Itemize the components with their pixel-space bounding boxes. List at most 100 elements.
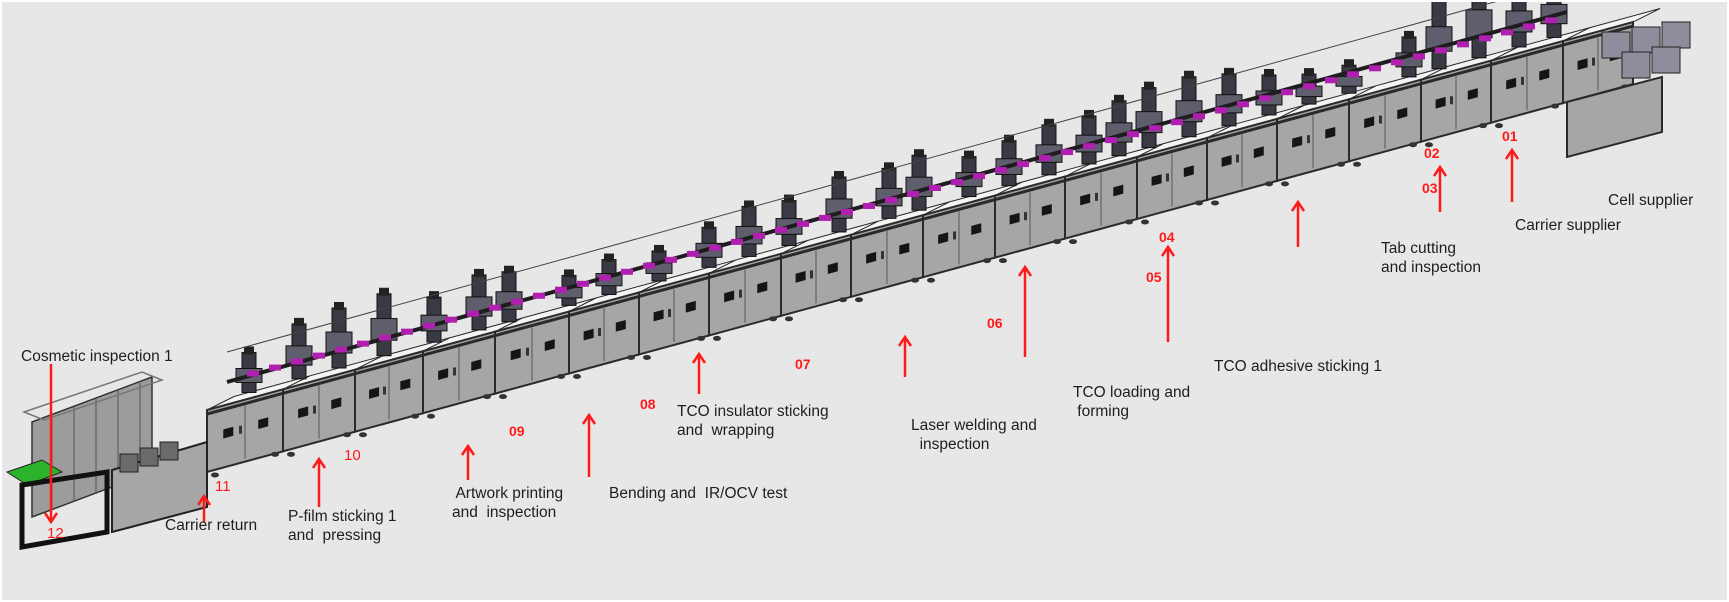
carrier — [753, 232, 765, 239]
station-number-02: 02 — [1424, 145, 1440, 161]
machine-cap — [1144, 81, 1154, 90]
arrow-icon — [581, 412, 597, 477]
cabinet-window — [298, 406, 309, 419]
cabinet-foot — [1551, 103, 1559, 109]
carrier — [1193, 113, 1205, 120]
carrier — [797, 220, 809, 227]
carrier — [1061, 149, 1073, 156]
cabinet-foot — [1195, 200, 1203, 206]
machine-cap — [1224, 67, 1234, 76]
cabinet-foot — [1425, 142, 1433, 148]
cabinet-rail — [1206, 121, 1278, 144]
cabinet-rail — [354, 353, 424, 376]
machine-cap — [1004, 134, 1014, 143]
station-number-07: 07 — [795, 356, 811, 372]
carrier — [1391, 59, 1403, 66]
cabinet-window — [1041, 204, 1052, 216]
cabinet-foot — [927, 277, 935, 283]
carrier — [995, 167, 1007, 174]
cabinet-window — [223, 426, 234, 439]
cabinet-handle — [526, 347, 529, 356]
carrier — [951, 179, 963, 186]
carrier — [335, 346, 347, 353]
cabinet-window — [1539, 68, 1550, 81]
machine-cap — [884, 162, 894, 171]
arrow-head — [43, 512, 59, 525]
carrier — [1259, 95, 1271, 102]
cabinet-handle — [1592, 57, 1595, 66]
carrier — [269, 364, 281, 371]
machine-cap — [1304, 68, 1314, 77]
cabinet-foot — [911, 277, 919, 283]
carrier — [973, 173, 985, 180]
arrow-icon — [311, 456, 327, 507]
cabinet-window — [899, 242, 910, 255]
cabinet-window — [1364, 116, 1375, 129]
label-tco-adhesive: TCO adhesive sticking 1 — [1214, 358, 1382, 375]
station-number-06: 06 — [987, 315, 1003, 331]
arrow-head — [460, 443, 476, 456]
label-p-film-sticking: P-film sticking 1 and pressing — [288, 508, 397, 544]
cabinet-window — [438, 368, 449, 381]
carrier — [621, 268, 633, 275]
cabinet-foot — [839, 297, 847, 303]
carrier — [489, 304, 501, 311]
label-cell-supplier: Cell supplier — [1608, 192, 1694, 209]
label-laser-welding: Laser welding and inspection — [911, 417, 1037, 453]
carrier — [1523, 23, 1535, 30]
cabinet-window — [1325, 126, 1336, 139]
cabinet-rail — [708, 256, 782, 279]
cabinet-rail — [1348, 82, 1422, 105]
carrier — [819, 214, 831, 221]
cabinet-rail — [1064, 159, 1138, 183]
cabinet-rail — [1136, 140, 1208, 163]
carrier — [1545, 17, 1557, 24]
carrier — [401, 328, 413, 335]
carrier — [291, 358, 303, 365]
cabinet-foot — [1265, 181, 1273, 187]
cabinet-window — [1151, 174, 1162, 186]
cabinet-handle — [810, 270, 813, 279]
cabinet-foot — [1353, 161, 1361, 167]
cabinet-rail — [1562, 24, 1634, 47]
cabinet-window — [583, 328, 594, 341]
cabinet-handle — [881, 251, 884, 260]
cabinet-window — [1292, 135, 1303, 148]
cabinet-window — [827, 262, 838, 275]
label-carrier-return: Carrier return — [165, 517, 258, 534]
machine-cap — [834, 170, 844, 179]
carrier — [775, 226, 787, 233]
cabinet-window — [757, 281, 768, 294]
arrow-head — [196, 493, 212, 506]
cabinet-foot — [1069, 239, 1077, 245]
carrier — [731, 238, 743, 245]
carrier — [313, 352, 325, 359]
cabinet-rail — [206, 391, 284, 416]
cabinet-handle — [668, 308, 671, 317]
cabinet-window — [1221, 155, 1232, 167]
cabinet-foot — [627, 354, 635, 360]
cabinet-foot — [343, 432, 351, 438]
cabinet-front — [1566, 75, 1663, 159]
arrow-icon — [460, 443, 476, 480]
cabinet-window — [1113, 184, 1124, 197]
cabinet-foot — [1337, 161, 1345, 167]
carrier — [1325, 77, 1337, 84]
carrier — [709, 244, 721, 251]
machine-cap — [784, 194, 794, 203]
inspection-handle-frame — [21, 371, 165, 421]
arrow-head — [1017, 264, 1033, 277]
machine-cap — [914, 149, 924, 158]
cabinet-rail — [780, 237, 852, 260]
station-number-04: 04 — [1159, 229, 1175, 245]
cabinet-window — [1467, 88, 1478, 100]
cabinet-handle — [1024, 212, 1027, 221]
cabinet-foot — [713, 335, 721, 341]
machine-cap — [704, 221, 714, 230]
cabinet-foot — [483, 394, 491, 400]
carrier — [1237, 101, 1249, 108]
machine-cap — [744, 200, 754, 209]
carrier — [1105, 137, 1117, 144]
tray-bin — [139, 447, 159, 467]
